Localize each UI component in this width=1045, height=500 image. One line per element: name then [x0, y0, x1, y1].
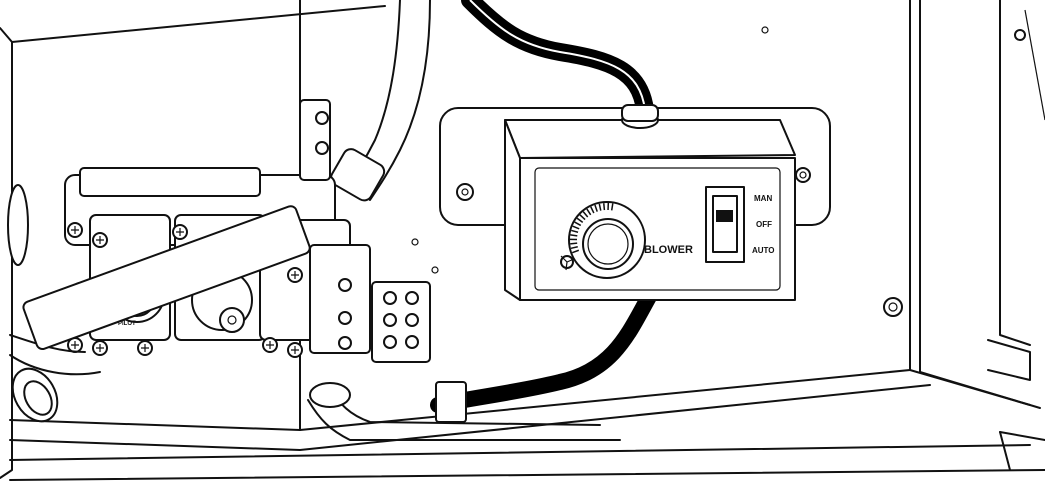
- fan-icon: [560, 255, 575, 271]
- terminal-screw-icon: [338, 278, 352, 292]
- bracket-screw-left-icon: [456, 183, 474, 201]
- blower-knob[interactable]: [568, 201, 646, 279]
- switch-label-auto: AUTO: [752, 246, 775, 255]
- pilot-knob-label: PILOT: [118, 321, 136, 327]
- terminal-screw-icon: [338, 336, 352, 350]
- control-box-face: [519, 157, 796, 301]
- control-box: BLOWER MAN OFF AUTO: [439, 104, 831, 301]
- terminal-screw-icon: [383, 335, 397, 349]
- gas-supply-tube: [330, 0, 431, 202]
- switch-label-off: OFF: [756, 220, 772, 229]
- ground-screw-icon: [883, 297, 903, 317]
- mode-rocker-switch[interactable]: [705, 186, 745, 263]
- blower-label: BLOWER: [644, 244, 693, 256]
- switch-label-man: MAN: [754, 194, 772, 203]
- gas-valve-assembly: PILOT: [7, 99, 621, 441]
- terminal-block: [309, 244, 431, 363]
- cabinet-frame: [0, 0, 1045, 479]
- terminal-screw-icon: [405, 313, 419, 327]
- terminal-screw-icon: [383, 291, 397, 305]
- bracket-screw-right-icon: [795, 167, 811, 183]
- upper-power-cable: [461, 0, 654, 119]
- terminal-screw-icon: [405, 335, 419, 349]
- lower-power-cable: [430, 287, 658, 413]
- terminal-screw-icon: [405, 291, 419, 305]
- terminal-screw-icon: [383, 313, 397, 327]
- terminal-screw-icon: [338, 311, 352, 325]
